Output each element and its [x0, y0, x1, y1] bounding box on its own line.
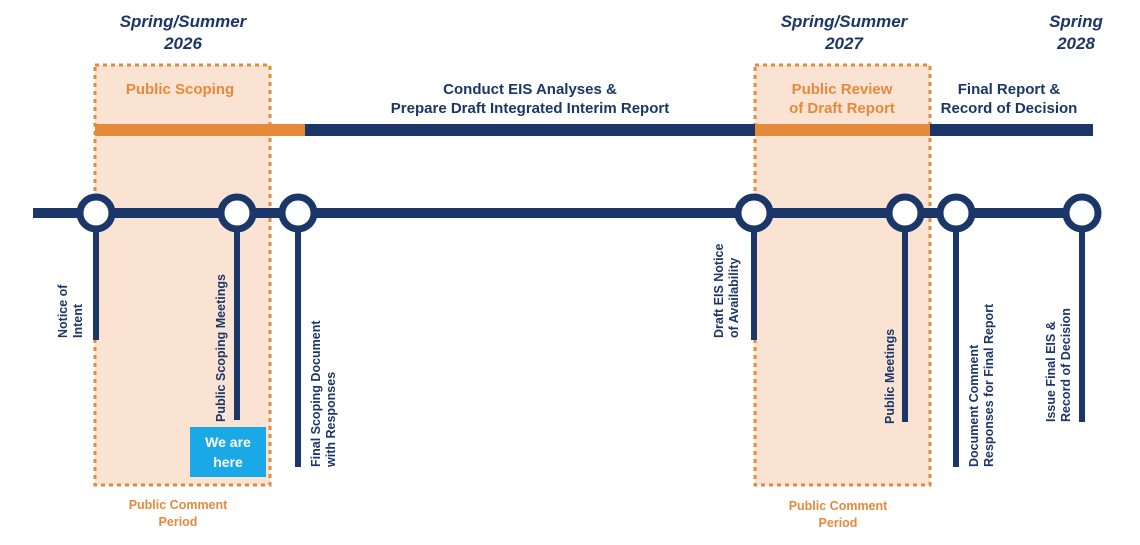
milestone-node-7: [1062, 193, 1102, 233]
we-are-here-line1: We are: [205, 434, 251, 450]
milestone-node-3: [278, 193, 318, 233]
we-are-here-badge: We are here: [190, 427, 266, 477]
we-are-here-line2: here: [213, 454, 243, 470]
milestone-1-line2: Intent: [71, 303, 85, 338]
phase-scoping-text: Public Scoping: [125, 81, 235, 98]
comment-period-label-1: Public Comment Period: [108, 497, 248, 531]
phase-label-review: Public Review of Draft Report: [767, 80, 917, 118]
phase-final-line1: Final Report &: [957, 81, 1061, 98]
comment-period-1-line1: Public Comment: [128, 498, 228, 512]
milestone-1-line1: Notice of: [56, 284, 70, 338]
milestone-node-4: [734, 193, 774, 233]
period-2026-line1: Spring/Summer: [119, 12, 247, 31]
milestone-label-notice-of-intent: Notice of Intent: [56, 285, 86, 338]
milestone-5-line1: Public Meetings: [883, 328, 897, 424]
period-2027-line2: 2027: [825, 34, 863, 53]
milestone-node-1: [76, 193, 116, 233]
milestone-2-line1: Public Scoping Meetings: [214, 274, 228, 422]
milestone-label-public-scoping-meetings: Public Scoping Meetings: [214, 274, 229, 422]
phase-label-scoping: Public Scoping: [105, 80, 255, 99]
milestone-4-line2: of Availability: [727, 257, 741, 338]
phase-eis-line1: Conduct EIS Analyses &: [443, 81, 617, 98]
comment-period-2-line2: Period: [818, 516, 858, 530]
period-2026-line2: 2026: [164, 34, 202, 53]
comment-period-1-line2: Period: [158, 515, 198, 529]
milestone-node-2: [217, 193, 257, 233]
phase-label-eis: Conduct EIS Analyses & Prepare Draft Int…: [360, 80, 700, 118]
period-label-2026: Spring/Summer 2026: [113, 11, 253, 55]
milestone-3-line1: Final Scoping Document: [309, 320, 323, 467]
period-2028-line2: 2028: [1057, 34, 1095, 53]
phase-review-line1: Public Review: [791, 81, 893, 98]
milestone-label-draft-eis-notice: Draft EIS Notice of Availability: [712, 244, 742, 338]
milestone-label-document-comment-responses: Document Comment Responses for Final Rep…: [967, 304, 997, 467]
milestone-4-line1: Draft EIS Notice: [712, 243, 726, 338]
phase-label-final: Final Report & Record of Decision: [934, 80, 1084, 118]
milestone-7-line2: Record of Decision: [1059, 308, 1073, 422]
comment-period-2-line1: Public Comment: [788, 499, 888, 513]
period-label-2027: Spring/Summer 2027: [774, 11, 914, 55]
milestone-node-5: [885, 193, 925, 233]
milestone-label-public-meetings: Public Meetings: [883, 329, 898, 424]
comment-period-label-2: Public Comment Period: [768, 498, 908, 532]
period-2028-line1: Spring: [1049, 12, 1103, 31]
period-label-2028: Spring 2028: [1034, 11, 1118, 55]
milestone-6-line2: Responses for Final Report: [982, 303, 996, 467]
phase-final-line2: Record of Decision: [940, 100, 1078, 117]
milestone-3-line2: with Responses: [324, 371, 338, 467]
phase-review-line2: of Draft Report: [789, 100, 895, 117]
milestone-7-line1: Issue Final EIS &: [1044, 321, 1058, 422]
milestone-label-final-scoping-document: Final Scoping Document with Responses: [309, 320, 339, 467]
period-2027-line1: Spring/Summer: [780, 12, 908, 31]
milestone-label-issue-final-eis: Issue Final EIS & Record of Decision: [1044, 308, 1074, 422]
milestone-6-line1: Document Comment: [967, 344, 981, 467]
phase-eis-line2: Prepare Draft Integrated Interim Report: [390, 100, 670, 117]
milestone-node-6: [936, 193, 976, 233]
